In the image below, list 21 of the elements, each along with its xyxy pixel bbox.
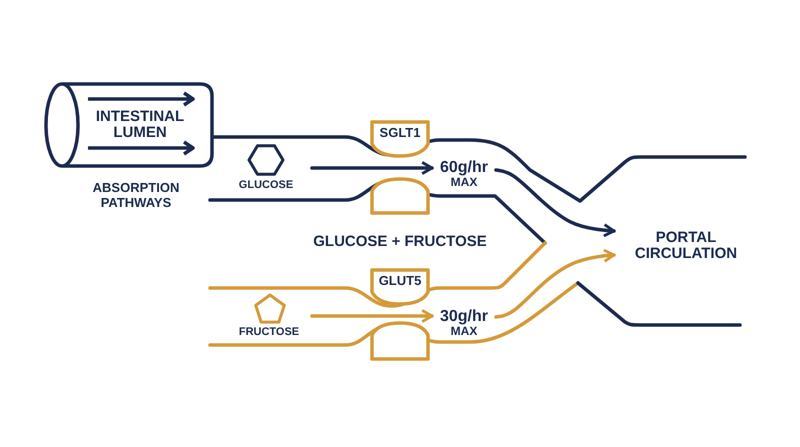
transporter-box <box>370 120 430 158</box>
lumen-label: INTESTINAL LUMEN <box>94 108 186 142</box>
flow-arrow <box>494 168 616 238</box>
flow-arrow <box>494 248 616 319</box>
text-label: GLUCOSE <box>238 179 294 192</box>
text-label: ABSORPTION PATHWAYS <box>92 181 180 211</box>
rate-label: 60g/hr <box>440 158 488 176</box>
node-label: SGLT1 <box>380 126 420 140</box>
transporter-box <box>370 321 430 361</box>
text-label: FRUCTOSE <box>238 326 300 339</box>
node-label: PORTAL CIRCULATION <box>634 230 738 262</box>
rate-note: MAX <box>450 176 478 190</box>
lumen-cylinder <box>44 82 214 168</box>
rate-note: MAX <box>450 325 478 338</box>
rate-label: 30g/hr <box>440 308 488 326</box>
transporter-box <box>370 268 430 306</box>
node-label: GLUT5 <box>378 274 422 288</box>
transporter-box <box>370 177 430 215</box>
flow-arrow <box>310 161 434 175</box>
text-label: GLUCOSE + FRUCTOSE <box>313 233 487 250</box>
flow-arrow <box>310 309 434 323</box>
